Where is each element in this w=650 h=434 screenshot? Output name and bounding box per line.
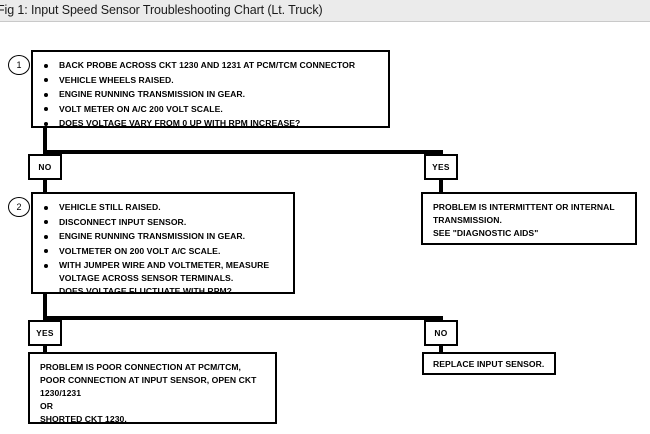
step-2-bullet: WITH JUMPER WIRE AND VOLTMETER, MEASURE … bbox=[43, 259, 285, 297]
result-line: REPLACE INPUT SENSOR. bbox=[433, 359, 545, 369]
step-1-bullet: BACK PROBE ACROSS CKT 1230 AND 1231 AT P… bbox=[43, 59, 380, 72]
step-2-bullet: ENGINE RUNNING TRANSMISSION IN GEAR. bbox=[43, 230, 285, 243]
decision-tag-label: NO bbox=[434, 327, 448, 338]
step-box-1: BACK PROBE ACROSS CKT 1230 AND 1231 AT P… bbox=[31, 50, 390, 128]
step-box-2: VEHICLE STILL RAISED. DISCONNECT INPUT S… bbox=[31, 192, 295, 297]
step-2-bullet: VEHICLE STILL RAISED. bbox=[43, 201, 285, 214]
decision-tag-label: YES bbox=[36, 327, 54, 338]
result-line: SEE "DIAGNOSTIC AIDS" bbox=[433, 228, 539, 238]
result-intermittent-text: PROBLEM IS INTERMITTENT OR INTERNAL TRAN… bbox=[433, 201, 627, 240]
flowchart-canvas: 1 BACK PROBE ACROSS CKT 1230 AND 1231 AT… bbox=[0, 22, 650, 434]
decision-tag-step2-yes: YES bbox=[28, 320, 62, 346]
result-line: PROBLEM IS INTERMITTENT OR INTERNAL bbox=[433, 202, 615, 212]
result-box-poor-connection: PROBLEM IS POOR CONNECTION AT PCM/TCM, P… bbox=[28, 352, 277, 424]
result-line: PROBLEM IS POOR CONNECTION AT PCM/TCM, bbox=[40, 362, 241, 372]
result-line: OR bbox=[40, 401, 53, 411]
step-2-bullet-list: VEHICLE STILL RAISED. DISCONNECT INPUT S… bbox=[43, 201, 285, 297]
connector-step1-dropline bbox=[43, 126, 47, 154]
connector-step1-branch-bar bbox=[43, 150, 443, 154]
result-poor-connection-text: PROBLEM IS POOR CONNECTION AT PCM/TCM, P… bbox=[40, 361, 267, 426]
decision-tag-step2-no: NO bbox=[424, 320, 458, 346]
step-number-label-1: 1 bbox=[16, 59, 22, 70]
step-1-bullet: ENGINE RUNNING TRANSMISSION IN GEAR. bbox=[43, 88, 380, 101]
step-1-bullet: VOLT METER ON A/C 200 VOLT SCALE. bbox=[43, 103, 380, 116]
connector-step2-dropline bbox=[43, 292, 47, 320]
connector-step2-branch-bar bbox=[43, 316, 443, 320]
result-line: TRANSMISSION. bbox=[433, 215, 502, 225]
result-replace-sensor-text: REPLACE INPUT SENSOR. bbox=[433, 358, 546, 371]
step-number-circle-2: 2 bbox=[8, 197, 30, 217]
decision-tag-step1-yes: YES bbox=[424, 154, 458, 180]
step-1-bullet: DOES VOLTAGE VARY FROM 0 UP WITH RPM INC… bbox=[43, 117, 380, 130]
decision-tag-label: YES bbox=[432, 161, 450, 172]
step-2-bullet: VOLTMETER ON 200 VOLT A/C SCALE. bbox=[43, 245, 285, 258]
connector-yes-to-intermittent bbox=[439, 178, 443, 194]
result-line: 1230/1231 bbox=[40, 388, 82, 398]
title-bar: Fig 1: Input Speed Sensor Troubleshootin… bbox=[0, 0, 650, 22]
decision-tag-step1-no: NO bbox=[28, 154, 62, 180]
page-title: Fig 1: Input Speed Sensor Troubleshootin… bbox=[0, 3, 323, 17]
result-box-intermittent: PROBLEM IS INTERMITTENT OR INTERNAL TRAN… bbox=[421, 192, 637, 245]
step-1-bullet: VEHICLE WHEELS RAISED. bbox=[43, 74, 380, 87]
connector-no-to-step2 bbox=[43, 178, 47, 194]
step-1-bullet-list: BACK PROBE ACROSS CKT 1230 AND 1231 AT P… bbox=[43, 59, 380, 130]
result-line: POOR CONNECTION AT INPUT SENSOR, OPEN CK… bbox=[40, 375, 257, 385]
result-box-replace-sensor: REPLACE INPUT SENSOR. bbox=[422, 352, 556, 375]
step-number-label-2: 2 bbox=[16, 201, 22, 212]
result-line: SHORTED CKT 1230. bbox=[40, 414, 127, 424]
step-number-circle-1: 1 bbox=[8, 55, 30, 75]
decision-tag-label: NO bbox=[38, 161, 52, 172]
step-2-bullet: DISCONNECT INPUT SENSOR. bbox=[43, 216, 285, 229]
